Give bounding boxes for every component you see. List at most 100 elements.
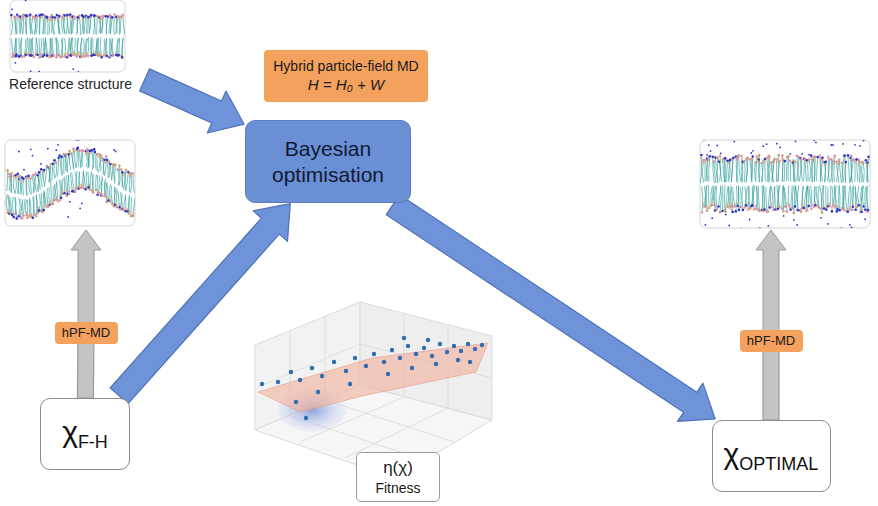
- lipid-tail: [792, 187, 793, 209]
- lipid-head: [808, 205, 811, 208]
- lipid-head: [125, 169, 128, 172]
- lipid-tail: [113, 15, 115, 35]
- lipid-head: [90, 54, 93, 57]
- lipid-head: [60, 197, 62, 199]
- lipid-tail: [18, 38, 20, 57]
- lipid-head: [73, 149, 76, 152]
- lipid-head: [59, 199, 62, 202]
- lipid-head: [19, 213, 21, 215]
- lipid-head: [116, 168, 119, 171]
- lipid-head: [787, 202, 789, 204]
- method-box: Hybrid particle-field MDH = H₀ + W: [264, 50, 428, 102]
- lipid-head: [799, 157, 802, 160]
- lipid-tail: [52, 15, 54, 34]
- lipid-head: [16, 175, 18, 177]
- lipid-head: [119, 204, 121, 206]
- lipid-head: [706, 210, 709, 213]
- solvent-bead: [40, 163, 42, 165]
- lipid-tail: [837, 161, 839, 182]
- lipid-head: [821, 156, 824, 159]
- solvent-bead: [740, 228, 742, 229]
- lipid-head: [793, 212, 796, 215]
- lipid-tail: [120, 192, 121, 209]
- lipid-head: [77, 185, 79, 187]
- lipid-tail: [15, 17, 17, 34]
- lipid-head: [789, 206, 791, 208]
- lipid-head: [864, 208, 867, 211]
- lipid-tail: [71, 38, 72, 55]
- lipid-head: [109, 198, 111, 200]
- lipid-head: [735, 210, 738, 213]
- lipid-head: [53, 199, 56, 202]
- lipid-head: [860, 211, 863, 214]
- lipid-head: [852, 203, 854, 205]
- lipid-head: [82, 187, 85, 190]
- solvent-bead: [72, 68, 74, 70]
- lipid-tail: [6, 170, 8, 191]
- lipid-tail: [30, 39, 31, 56]
- lipid-head: [828, 158, 830, 160]
- lipid-head: [742, 209, 745, 212]
- lipid-tail: [720, 156, 722, 182]
- lipid-tail: [762, 185, 763, 211]
- lipid-tail: [866, 187, 868, 210]
- lipid-head: [781, 154, 784, 157]
- lipid-tail: [725, 161, 727, 183]
- fitness-box: η(χ)Fitness: [356, 452, 440, 502]
- lipid-head: [807, 161, 809, 163]
- lipid-head: [82, 53, 84, 55]
- lipid-tail: [79, 16, 80, 35]
- lipid-tail: [814, 157, 816, 182]
- lipid-tail: [748, 186, 749, 210]
- lipid-tail: [839, 185, 841, 210]
- lipid-tail: [87, 17, 89, 33]
- lipid-tail: [784, 187, 787, 212]
- lipid-head: [734, 203, 736, 205]
- lipid-head: [822, 205, 824, 207]
- lipid-head: [834, 206, 837, 209]
- lipid-tail: [831, 186, 833, 211]
- lipid-tail: [15, 38, 16, 57]
- lipid-head: [797, 209, 800, 212]
- lipid-head: [825, 163, 827, 165]
- lipid-head: [845, 164, 847, 166]
- lipid-tail: [101, 176, 103, 195]
- lipid-head: [50, 53, 52, 55]
- lipid-tail: [764, 159, 766, 181]
- lipid-head: [103, 158, 106, 161]
- lipid-tail: [54, 184, 56, 200]
- lipid-head: [64, 190, 66, 192]
- lipid-head: [708, 207, 711, 210]
- lipid-head: [845, 161, 848, 164]
- solvent-bead: [38, 71, 40, 72]
- lipid-head: [113, 13, 116, 16]
- lipid-tail: [100, 37, 101, 57]
- lipid-tail: [790, 161, 792, 182]
- lipid-head: [90, 152, 92, 154]
- lipid-head: [825, 208, 828, 211]
- lipid-head: [90, 149, 93, 152]
- lipid-tail: [75, 151, 77, 168]
- lipid-tail: [61, 38, 63, 58]
- lipid-tail: [105, 38, 106, 55]
- lipid-tail: [771, 187, 772, 207]
- membrane-image: [6, 140, 135, 226]
- solvent-bead: [801, 153, 803, 155]
- lipid-tail: [786, 157, 788, 181]
- lipid-tail: [728, 186, 729, 207]
- lipid-head: [743, 162, 745, 164]
- lipid-head: [17, 180, 19, 182]
- lipid-head: [736, 156, 739, 159]
- lipid-head: [814, 204, 817, 207]
- lipid-head: [111, 203, 114, 206]
- lipid-head: [122, 16, 124, 18]
- lipid-head: [47, 166, 50, 169]
- image-frame: [10, 0, 125, 72]
- lipid-head: [74, 190, 77, 193]
- solvent-bead: [827, 223, 829, 225]
- lipid-head: [89, 188, 92, 191]
- lipid-head: [755, 205, 757, 207]
- subscript: OPTIMAL: [739, 454, 818, 474]
- lipid-tail: [825, 162, 826, 183]
- lipid-head: [794, 205, 797, 208]
